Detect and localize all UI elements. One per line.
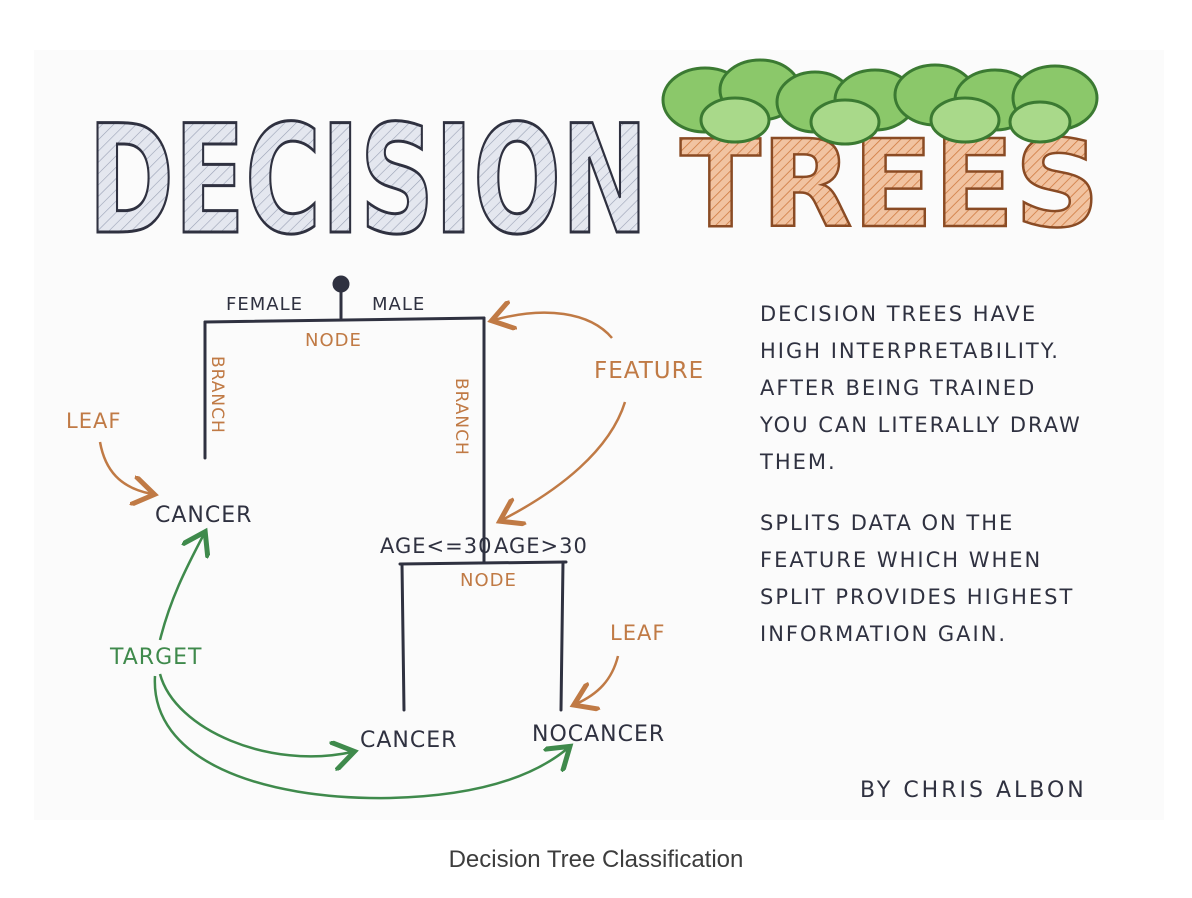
leaf-cancer-1: CANCER (155, 503, 252, 528)
figure-caption: Decision Tree Classification (448, 846, 744, 873)
branch-cancer-line (400, 562, 406, 712)
annotation-feature: FEATURE (594, 358, 704, 384)
node-label-2: NODE (460, 570, 517, 591)
female-label: FEMALE (226, 294, 303, 315)
arrow-leaf-1 (98, 441, 152, 494)
leaf-cancer-2: CANCER (360, 728, 457, 753)
arrow-feature-to-root (494, 313, 613, 339)
annotation-leaf-1: LEAF (66, 409, 121, 433)
arrow-leaf-2 (576, 655, 620, 704)
arrow-target-to-leaf-2 (158, 673, 352, 756)
age-le-30-label: AGE<=30 (380, 534, 492, 558)
node-label-1: NODE (305, 330, 362, 351)
branch-label-right: BRANCH (451, 378, 471, 456)
second-split-line (398, 560, 568, 566)
tree-canopy-icon (661, 58, 1099, 146)
arrow-target-to-leaf-1 (158, 534, 204, 641)
title-decision: DECISION (88, 94, 648, 268)
age-gt-30-label: AGE>30 (494, 534, 588, 558)
root-split-line (203, 316, 486, 324)
male-label: MALE (372, 294, 425, 315)
byline: BY CHRIS ALBON (860, 778, 1087, 803)
branch-nocancer-line (559, 560, 565, 712)
notes-paragraph-2: SPLITS DATA ON THE FEATURE WHICH WHEN SP… (760, 511, 1075, 646)
arrow-target-to-nocancer (153, 675, 568, 800)
leaf-nocancer: NOCANCER (532, 722, 665, 747)
notes-panel: DECISION TREES HAVE HIGH INTERPRETABILIT… (760, 296, 1140, 677)
annotation-leaf-2: LEAF (610, 621, 665, 645)
branch-label-left: BRANCH (207, 356, 227, 434)
notes-paragraph-1: DECISION TREES HAVE HIGH INTERPRETABILIT… (760, 302, 1082, 474)
arrow-feature-to-node (502, 401, 627, 520)
tree-structure (203, 275, 568, 712)
annotation-target: TARGET (109, 645, 202, 670)
